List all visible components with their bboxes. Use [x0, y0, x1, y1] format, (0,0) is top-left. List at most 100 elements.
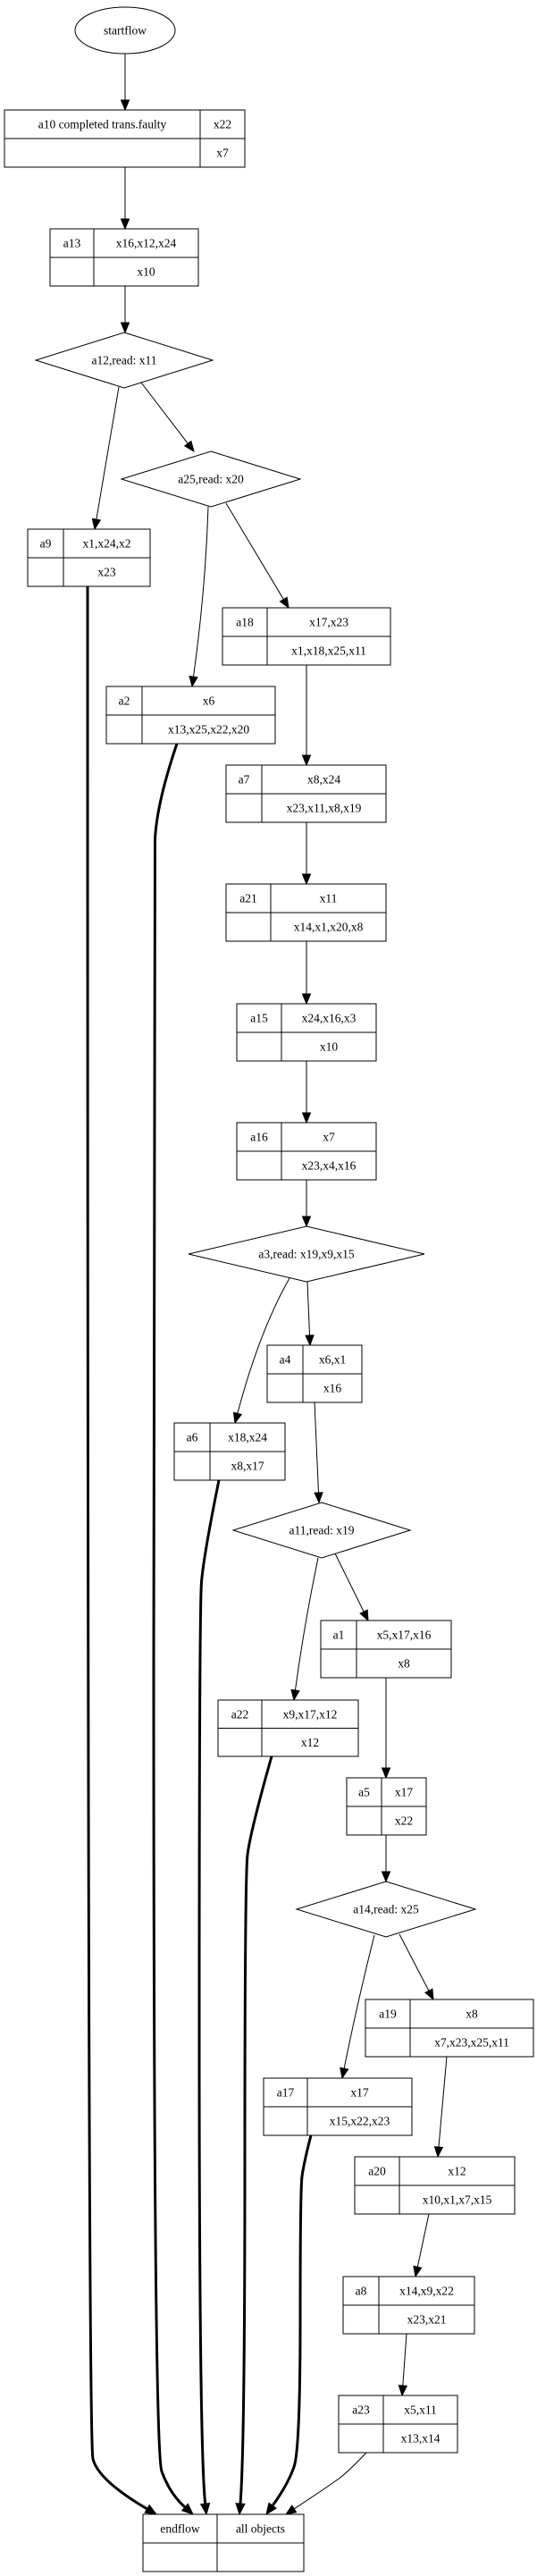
- record-top-vars: x6,x1: [319, 1353, 346, 1367]
- record-bottom-vars: x8,x17: [231, 1460, 264, 1473]
- edge-line: [438, 2056, 448, 2148]
- edge-line: [193, 506, 209, 678]
- arrowhead-icon: [305, 1334, 315, 1347]
- edge-line: [343, 1934, 375, 2069]
- record-name: a20: [368, 2165, 386, 2178]
- edge-a5-to-a14: [381, 1835, 391, 1883]
- record-top-vars: x1,x24,x2: [83, 537, 131, 551]
- record-top-vars: x18,x24: [228, 1431, 267, 1444]
- edge-line: [334, 1553, 365, 1612]
- decision-label: a3,read: x19,x9,x15: [258, 1248, 354, 1261]
- decision-a12[interactable]: a12,read: x11: [34, 332, 214, 389]
- arrowhead-icon: [144, 2504, 158, 2515]
- record-name: a1: [333, 1629, 345, 1642]
- start-ellipse: [74, 6, 176, 55]
- edge-a19-to-a20: [433, 2056, 448, 2159]
- record-top-vars: x5,x17,x16: [377, 1629, 432, 1642]
- arrowhead-icon: [301, 1112, 312, 1124]
- edge-line: [152, 743, 187, 2509]
- arrowhead-icon: [381, 1767, 391, 1780]
- decision-a25[interactable]: a25,read: x20: [120, 450, 302, 508]
- edge-a3-to-a6: [232, 1277, 290, 1425]
- record-top-vars: x8: [466, 2008, 478, 2021]
- edge-line: [306, 1281, 311, 1336]
- arrowhead-icon: [340, 2067, 349, 2080]
- arrowhead-icon: [301, 1216, 312, 1228]
- edge-line: [86, 585, 148, 2511]
- edge-a6-to-endflow: [197, 1479, 221, 2516]
- edge-line: [314, 1402, 320, 1494]
- edge-a11-to-a1: [334, 1553, 369, 1622]
- record-bottom-vars: x16: [323, 1382, 342, 1395]
- edge-a2-to-endflow: [152, 743, 194, 2515]
- edge-line: [197, 1479, 221, 2504]
- edge-a12-to-a25: [140, 382, 195, 453]
- record-name: a16: [250, 1131, 268, 1144]
- edge-a20-to-a8: [413, 2213, 430, 2278]
- decision-a3[interactable]: a3,read: x19,x9,x15: [188, 1225, 425, 1283]
- edge-a10-to-a13: [120, 167, 130, 231]
- edge-line: [402, 2333, 407, 2387]
- record-bottom-vars: x10,x1,x7,x15: [423, 2193, 492, 2207]
- record-bottom-vars: x7,x23,x25,x11: [434, 2036, 509, 2050]
- edge-a18-to-a7: [301, 665, 312, 767]
- arrowhead-icon: [314, 1492, 323, 1504]
- record-name: a5: [358, 1786, 370, 1799]
- record-name: a18: [236, 616, 254, 629]
- decision-label: a25,read: x20: [178, 473, 244, 486]
- record-top-vars: x11: [320, 892, 338, 905]
- record-top-vars: x22: [214, 118, 231, 131]
- edge-line: [140, 382, 189, 444]
- record-name: a2: [119, 695, 130, 708]
- arrowhead-icon: [120, 322, 130, 334]
- record-name: a23: [352, 2403, 370, 2417]
- start-label: startflow: [104, 24, 147, 38]
- edge-a3-to-a4: [305, 1281, 315, 1347]
- decision-diamond: [188, 1225, 425, 1283]
- edge-a14-to-a19: [399, 1933, 434, 2001]
- arrowhead-icon: [301, 993, 312, 1006]
- decision-a14[interactable]: a14,read: x25: [295, 1881, 477, 1938]
- arrowhead-icon: [433, 2146, 444, 2159]
- record-bottom-vars: x23,x11,x8,x19: [287, 802, 362, 815]
- edge-a22-to-endflow: [235, 1755, 273, 2516]
- edge-line: [96, 386, 120, 520]
- record-name: a17: [277, 2086, 295, 2100]
- edge-a14-to-a17: [340, 1934, 375, 2080]
- edge-a17-to-endflow: [265, 2134, 313, 2516]
- record-name: a22: [231, 1707, 249, 1721]
- record-top-vars: x14,x9,x22: [399, 2285, 454, 2298]
- edge-line: [237, 1277, 290, 1414]
- edge-a16-to-a3: [301, 1180, 312, 1228]
- arrowhead-icon: [290, 1688, 300, 1702]
- arrowhead-icon: [232, 1411, 243, 1425]
- end-right-label: all objects: [236, 2522, 285, 2536]
- node-startflow[interactable]: startflow: [74, 6, 176, 55]
- edge-a21-to-a15: [301, 941, 312, 1006]
- edge-startflow-to-a10: [120, 54, 130, 112]
- edge-a25-to-a18: [225, 502, 289, 610]
- record-top-vars: x8,x24: [307, 773, 340, 787]
- edges-layer: [86, 54, 448, 2516]
- decision-a11[interactable]: a11,read: x19: [231, 1502, 412, 1559]
